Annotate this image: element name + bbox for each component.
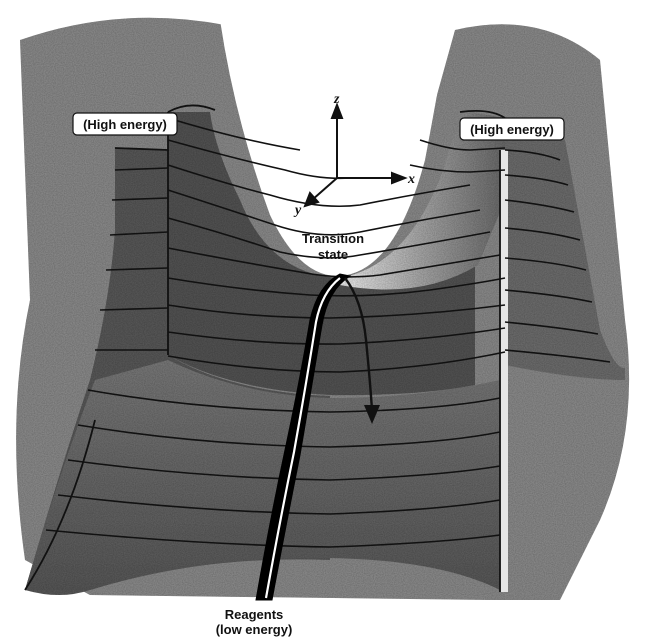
- high-energy-right-label: (High energy): [470, 122, 554, 137]
- surface-right-front-strip: [500, 150, 508, 592]
- axis-label-x: x: [407, 172, 415, 187]
- axis-label-z: z: [333, 92, 340, 107]
- transition-state-label-line2: state: [318, 247, 348, 262]
- high-energy-left-label: (High energy): [83, 117, 167, 132]
- reagents-label-line2: (low energy): [216, 622, 293, 637]
- axis-label-y: y: [293, 203, 302, 218]
- transition-state-label-line1: Transition: [302, 231, 364, 246]
- reagents-label-line1: Reagents: [225, 607, 284, 622]
